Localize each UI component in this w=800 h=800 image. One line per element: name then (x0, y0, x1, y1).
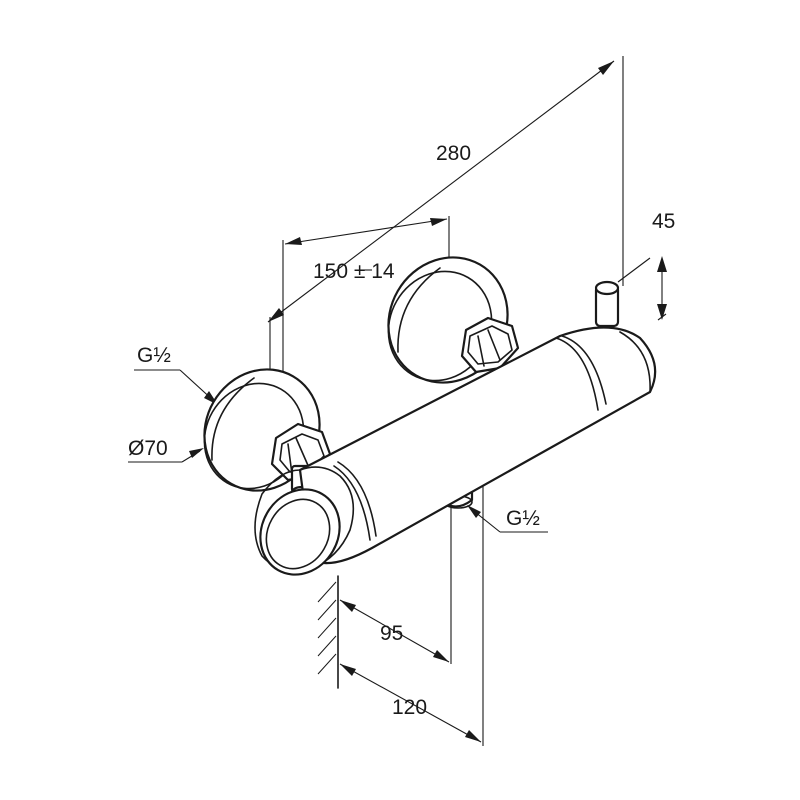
dimension-150-label: 150 ± 14 (313, 260, 395, 283)
dimension-120 (339, 452, 484, 746)
top-limit-pin (594, 280, 620, 328)
dimension-280-label: 280 (436, 142, 471, 165)
inlet-thread-label: G½ (137, 344, 171, 367)
wall-hatch (317, 575, 339, 689)
dimension-95-label: 95 (380, 622, 403, 645)
outlet-thread-label: G½ (506, 507, 540, 530)
right-connector-nut (460, 316, 520, 374)
mixer-body (254, 326, 657, 576)
dimension-280 (267, 56, 624, 400)
flange-diameter-label: Ø70 (128, 437, 168, 460)
dimension-45-label: 45 (652, 210, 675, 233)
leader-outlet-thread (467, 505, 548, 533)
dimension-45 (617, 256, 667, 321)
leader-inlet-thread (134, 369, 218, 405)
dimension-95 (339, 494, 452, 664)
dimension-120-label: 120 (392, 696, 427, 719)
leader-flange-diameter (128, 448, 204, 463)
